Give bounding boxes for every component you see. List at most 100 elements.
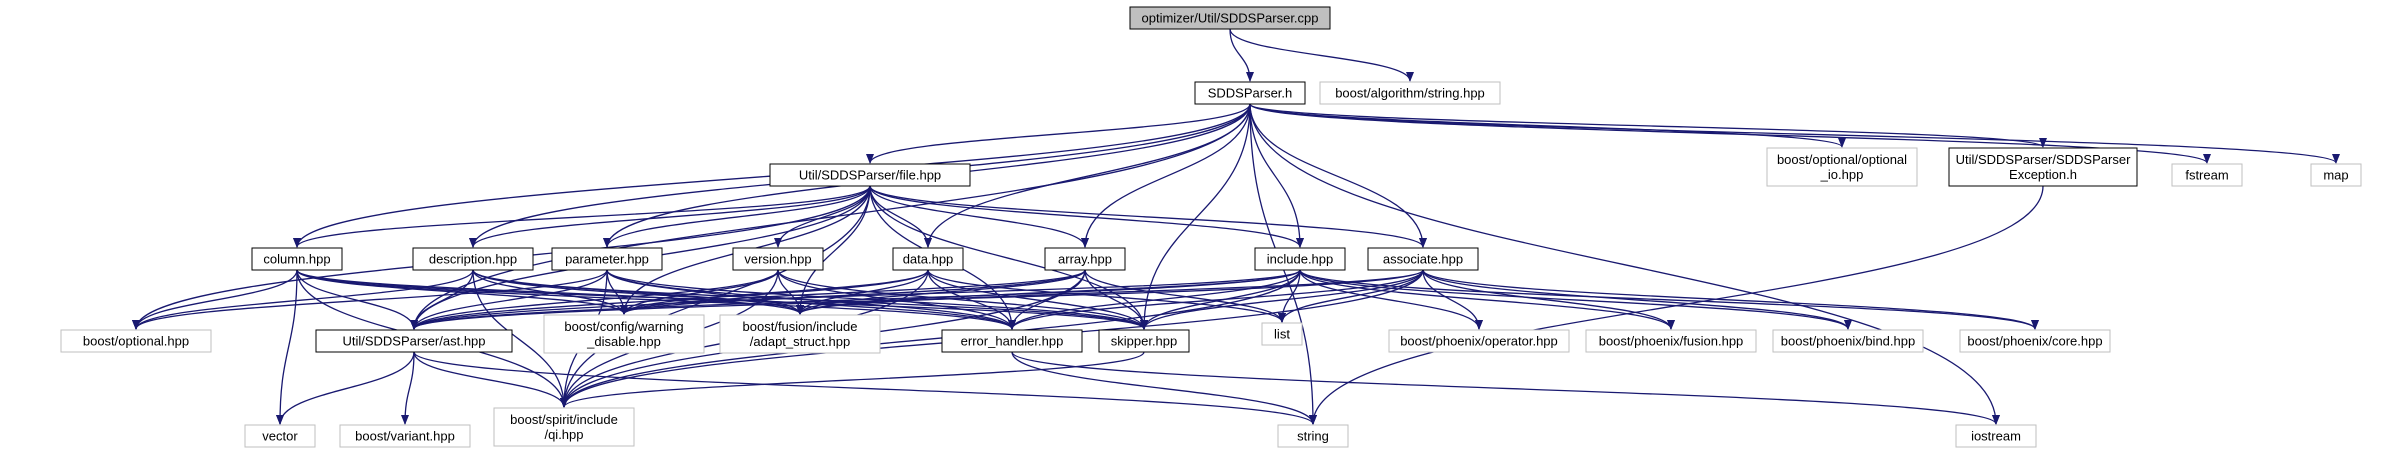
node-parameter-hpp[interactable]: parameter.hpp	[551, 247, 663, 271]
node-label: boost/phoenix/core.hpp	[1967, 334, 2102, 349]
edge-associate_hpp-to-error_handler	[1008, 269, 1424, 330]
node-fstream: fstream	[2171, 163, 2243, 187]
node-box	[339, 424, 471, 448]
node-skipper-hpp[interactable]: skipper.hpp	[1098, 329, 1190, 353]
edge-root-to-boost_algo_string	[1229, 28, 1414, 82]
node-label: /qi.hpp	[544, 427, 583, 442]
node-phoenix-bind: boost/phoenix/bind.hpp	[1772, 329, 1924, 353]
edge-ast_hpp-to-string	[413, 351, 1317, 425]
node-label: SDDSParser.h	[1208, 86, 1293, 101]
node-box	[1959, 329, 2111, 353]
edge-data_hpp-to-skipper_hpp	[927, 269, 1148, 330]
edge-associate_hpp-to-skipper_hpp	[1140, 269, 1424, 330]
edge-file_hpp-to-adapt_struct	[796, 185, 871, 315]
node-box	[769, 163, 971, 187]
edge-array_hpp-to-warning_disable	[620, 269, 1086, 315]
edge-data_hpp-to-list	[927, 269, 1286, 323]
node-label: boost/spirit/include	[510, 412, 618, 427]
node-label: boost/algorithm/string.hpp	[1335, 86, 1485, 101]
node-label: string	[1297, 429, 1329, 444]
node-label: iostream	[1971, 429, 2021, 444]
node-box	[412, 247, 534, 271]
node-label: Util/SDDSParser/ast.hpp	[342, 334, 485, 349]
node-label: /adapt_struct.hpp	[750, 334, 850, 349]
edge-file_hpp-to-version_hpp	[774, 185, 871, 248]
node-label: optimizer/Util/SDDSParser.cpp	[1142, 11, 1319, 26]
edge-parameter_hpp-to-boost_optional	[132, 269, 608, 330]
node-box	[1948, 147, 2138, 187]
node-box	[1254, 247, 1346, 271]
node-label: _io.hpp	[1820, 167, 1864, 182]
edge-column_hpp-to-vector	[276, 269, 298, 425]
node-map: map	[2310, 163, 2362, 187]
node-label: column.hpp	[263, 252, 330, 267]
node-label: Util/SDDSParser/file.hpp	[799, 168, 941, 183]
node-label: boost/optional/optional	[1777, 152, 1907, 167]
node-box	[543, 314, 705, 354]
node-box	[60, 329, 212, 353]
node-label: _disable.hpp	[586, 334, 661, 349]
edge-description_hpp-to-warning_disable	[472, 269, 628, 315]
edge-array_hpp-to-list	[1084, 269, 1286, 323]
node-label: list	[1274, 327, 1290, 342]
node-iostream: iostream	[1955, 424, 2037, 448]
node-box	[1955, 424, 2037, 448]
node-boost-variant: boost/variant.hpp	[339, 424, 471, 448]
node-box	[1766, 147, 1918, 187]
node-box	[1585, 329, 1757, 353]
node-array-hpp[interactable]: array.hpp	[1044, 247, 1126, 271]
node-include-hpp[interactable]: include.hpp	[1254, 247, 1346, 271]
node-version-hpp[interactable]: version.hpp	[732, 247, 824, 271]
node-box	[1277, 424, 1349, 448]
edge-sddsparser_h-to-associate_hpp	[1249, 103, 1427, 248]
node-data-hpp[interactable]: data.hpp	[892, 247, 964, 271]
node-label: include.hpp	[1267, 252, 1334, 267]
node-root[interactable]: optimizer/Util/SDDSParser.cpp	[1129, 6, 1331, 30]
node-label: boost/config/warning	[564, 319, 683, 334]
node-label: Exception.h	[2009, 167, 2077, 182]
node-ast-hpp[interactable]: Util/SDDSParser/ast.hpp	[315, 329, 513, 353]
node-adapt-struct: boost/fusion/include/adapt_struct.hpp	[719, 314, 881, 354]
node-box	[1261, 322, 1303, 346]
node-sddsparser-h[interactable]: SDDSParser.h	[1194, 81, 1306, 105]
edge-associate_hpp-to-phoenix_bind	[1422, 269, 1852, 330]
node-column-hpp[interactable]: column.hpp	[251, 247, 343, 271]
edge-parameter_hpp-to-ast_hpp	[410, 269, 608, 330]
node-file-hpp[interactable]: Util/SDDSParser/file.hpp	[769, 163, 971, 187]
edge-version_hpp-to-warning_disable	[620, 269, 779, 315]
node-description-hpp[interactable]: description.hpp	[412, 247, 534, 271]
node-label: boost/phoenix/bind.hpp	[1781, 334, 1915, 349]
node-label: fstream	[2185, 168, 2228, 183]
node-box	[1098, 329, 1190, 353]
node-label: boost/phoenix/fusion.hpp	[1599, 334, 1744, 349]
node-label: error_handler.hpp	[961, 334, 1064, 349]
edge-file_hpp-to-column_hpp	[293, 185, 871, 248]
edge-sddsparser_h-to-fstream	[1249, 103, 2211, 164]
node-label: parameter.hpp	[565, 252, 649, 267]
edge-file_hpp-to-skipper_hpp	[869, 185, 1148, 330]
edge-sddsparser_h-to-include_hpp	[1249, 103, 1304, 248]
edge-include_hpp-to-adapt_struct	[796, 269, 1301, 315]
node-box	[1319, 81, 1501, 105]
node-error-handler[interactable]: error_handler.hpp	[941, 329, 1083, 353]
edge-associate_hpp-to-phoenix_fusion	[1422, 269, 1675, 330]
node-associate-hpp[interactable]: associate.hpp	[1367, 247, 1479, 271]
node-boost-optional: boost/optional.hpp	[60, 329, 212, 353]
edge-column_hpp-to-boost_optional	[132, 269, 298, 330]
node-box	[1194, 81, 1306, 105]
node-box	[1772, 329, 1924, 353]
node-box	[315, 329, 513, 353]
edge-file_hpp-to-array_hpp	[869, 185, 1089, 248]
edge-include_hpp-to-warning_disable	[620, 269, 1301, 315]
edge-parameter_hpp-to-error_handler	[606, 269, 1016, 330]
edge-column_hpp-to-ast_hpp	[296, 269, 418, 330]
edge-data_hpp-to-warning_disable	[620, 269, 929, 315]
node-box	[1044, 247, 1126, 271]
edge-include_hpp-to-phoenix_core	[1299, 269, 2039, 330]
node-label: array.hpp	[1058, 252, 1112, 267]
edge-sddsparser_h-to-array_hpp	[1081, 103, 1251, 248]
node-label: boost/phoenix/operator.hpp	[1400, 334, 1558, 349]
node-box	[719, 314, 881, 354]
edge-file_hpp-to-parameter_hpp	[603, 185, 871, 248]
